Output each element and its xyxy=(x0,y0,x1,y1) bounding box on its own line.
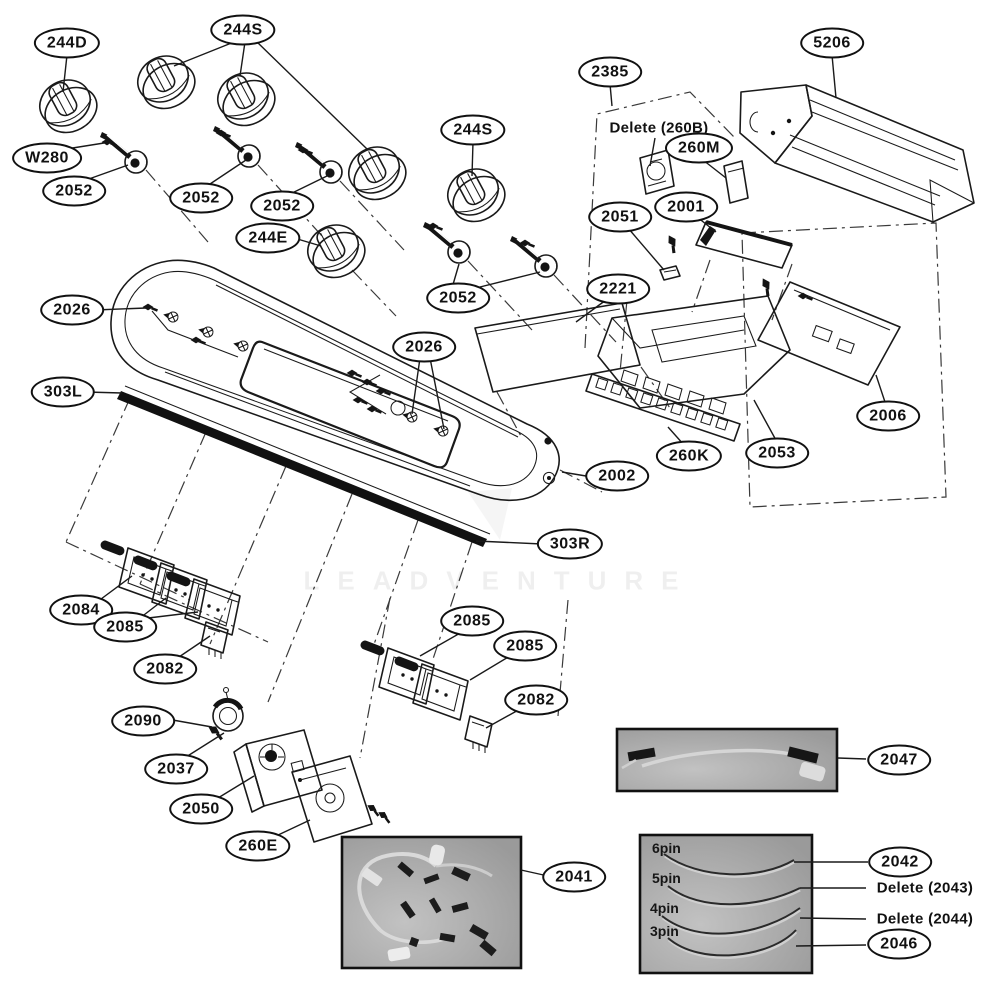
keypad-2053-drawing xyxy=(597,295,791,415)
trim-strip-303-drawing xyxy=(117,385,491,547)
top-right-small-parts-drawing xyxy=(639,149,793,298)
photo-2047 xyxy=(615,727,839,793)
timer-2050-drawing xyxy=(233,729,323,813)
control-panel-drawing xyxy=(110,259,560,501)
knobs-drawing xyxy=(30,45,514,288)
vent-5206-drawing xyxy=(739,84,975,223)
bracket-260e-drawing xyxy=(291,755,394,843)
glass-2221-drawing xyxy=(474,302,641,393)
buzzer-drawing xyxy=(205,686,244,741)
switch-blocks-left-drawing xyxy=(98,538,241,660)
button-strip-260k-drawing xyxy=(585,373,741,442)
photo-2041 xyxy=(340,835,523,970)
plate-2006-drawing xyxy=(757,281,901,386)
watermark-text: LEADVENTURE xyxy=(303,565,697,596)
photo-pin-cables xyxy=(638,833,814,975)
watermark-glyph xyxy=(468,488,512,540)
